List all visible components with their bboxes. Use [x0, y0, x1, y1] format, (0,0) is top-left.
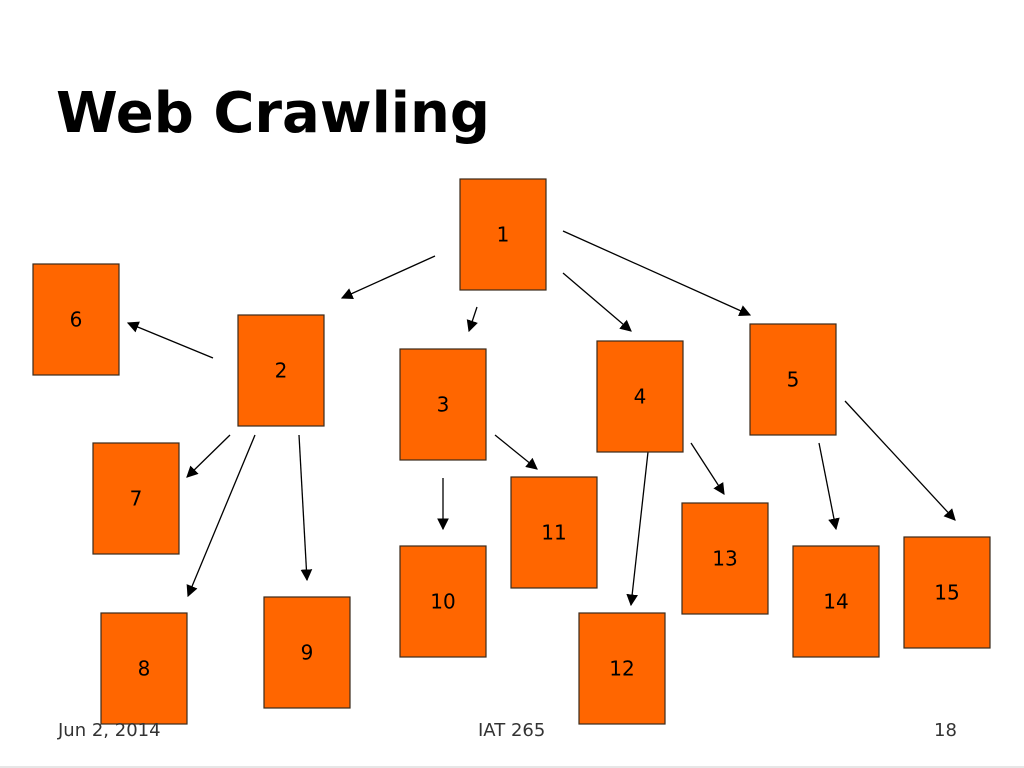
node-13: 13 — [681, 502, 769, 615]
edges-layer — [126, 230, 956, 607]
edge-2-7 — [186, 434, 231, 478]
node-box-1 — [459, 178, 547, 291]
bottom-rule — [0, 766, 1024, 768]
node-15: 15 — [903, 536, 991, 649]
node-4: 4 — [596, 340, 684, 453]
footer-date: Jun 2, 2014 — [58, 720, 161, 741]
edge-5-14 — [818, 442, 840, 531]
node-label-11: 11 — [541, 521, 566, 545]
node-label-10: 10 — [430, 590, 455, 614]
node-box-10 — [399, 545, 487, 658]
edge-1-5 — [562, 230, 752, 317]
node-box-14 — [792, 545, 880, 658]
node-label-4: 4 — [634, 385, 647, 409]
node-label-13: 13 — [712, 547, 737, 571]
node-7: 7 — [92, 442, 180, 555]
node-6: 6 — [32, 263, 120, 376]
node-2: 2 — [237, 314, 325, 427]
edge-5-15 — [844, 400, 956, 521]
node-box-13 — [681, 502, 769, 615]
edge-4-12 — [626, 451, 649, 607]
node-label-9: 9 — [301, 641, 314, 665]
node-box-9 — [263, 596, 351, 709]
node-label-6: 6 — [70, 308, 83, 332]
node-box-4 — [596, 340, 684, 453]
node-box-2 — [237, 314, 325, 427]
node-box-6 — [32, 263, 120, 376]
node-label-1: 1 — [497, 223, 510, 247]
node-box-11 — [510, 476, 598, 589]
edge-4-13 — [690, 442, 725, 495]
node-label-14: 14 — [823, 590, 848, 614]
node-box-15 — [903, 536, 991, 649]
node-box-7 — [92, 442, 180, 555]
node-label-15: 15 — [934, 581, 959, 605]
edge-3-11 — [494, 434, 538, 470]
node-12: 12 — [578, 612, 666, 725]
edge-1-4 — [562, 272, 632, 332]
node-label-7: 7 — [130, 487, 143, 511]
node-5: 5 — [749, 323, 837, 436]
edge-1-2 — [340, 255, 436, 299]
node-label-12: 12 — [609, 657, 634, 681]
edge-2-6 — [126, 321, 214, 359]
footer-page-number: 18 — [934, 720, 957, 741]
node-14: 14 — [792, 545, 880, 658]
edge-1-3 — [466, 306, 478, 333]
slide-title: Web Crawling — [56, 81, 490, 146]
edge-2-9 — [298, 434, 313, 582]
node-3: 3 — [399, 348, 487, 461]
footer-course: IAT 265 — [478, 720, 546, 741]
node-box-12 — [578, 612, 666, 725]
node-11: 11 — [510, 476, 598, 589]
node-10: 10 — [399, 545, 487, 658]
node-label-2: 2 — [275, 359, 288, 383]
node-label-8: 8 — [138, 657, 151, 681]
node-1: 1 — [459, 178, 547, 291]
node-label-5: 5 — [787, 368, 800, 392]
node-box-3 — [399, 348, 487, 461]
node-box-8 — [100, 612, 188, 725]
node-9: 9 — [263, 596, 351, 709]
node-box-5 — [749, 323, 837, 436]
node-8: 8 — [100, 612, 188, 725]
edge-2-8 — [186, 434, 256, 598]
node-label-3: 3 — [437, 393, 450, 417]
